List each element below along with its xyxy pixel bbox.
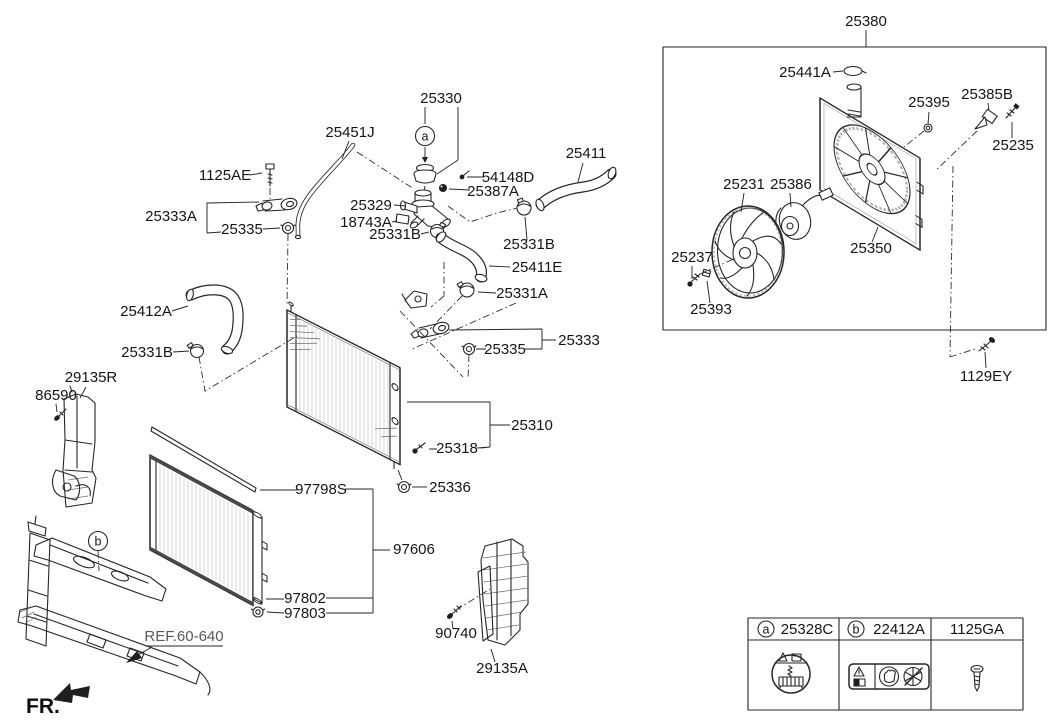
part-label-1129EY: 1129EY xyxy=(960,368,1012,385)
part-label-25380: 25380 xyxy=(845,13,887,30)
part-label-25412A: 25412A xyxy=(120,303,172,320)
fr-label: FR. xyxy=(26,695,60,718)
clip-25393-drawing xyxy=(701,268,712,278)
part-label-97798S: 97798S xyxy=(295,481,347,498)
reservoir-neck-drawing xyxy=(846,83,862,118)
mounting-bracket-left-drawing xyxy=(255,197,298,212)
ref-callout xyxy=(126,645,223,663)
part-label-25331A: 25331A xyxy=(496,285,548,302)
circled-marker-b: b xyxy=(95,535,102,549)
reservoir-cap-drawing xyxy=(843,65,867,77)
part-label-97803: 97803 xyxy=(284,605,326,622)
nut-25335-left-drawing xyxy=(280,221,296,235)
part-label-25237: 25237 xyxy=(671,249,713,266)
legend-part-25328C: 25328C xyxy=(781,621,834,638)
nut-25336-drawing xyxy=(396,480,412,494)
part-label-25451J: 25451J xyxy=(325,124,374,141)
sensor-25385B-drawing xyxy=(974,108,998,130)
part-label-25331B-upper: 25331B xyxy=(503,236,555,253)
legend-marker-a: a xyxy=(763,623,770,637)
part-label-54148D: 54148D xyxy=(482,169,535,186)
part-label-25331B-left: 25331B xyxy=(121,344,173,361)
part-label-25386: 25386 xyxy=(770,176,812,193)
legend-marker-b: b xyxy=(853,623,860,637)
part-labels: 25380 25441A 25395 25385B 25235 25231 25… xyxy=(26,13,1034,718)
bolt-25237-drawing xyxy=(687,273,701,287)
carrier-ref-drawing xyxy=(17,469,211,696)
part-label-25350: 25350 xyxy=(850,240,892,257)
lower-hose-drawing xyxy=(435,231,488,283)
part-label-25411: 25411 xyxy=(566,145,607,162)
part-label-25329: 25329 xyxy=(350,197,392,214)
upper-hose-drawing xyxy=(535,166,617,212)
part-label-18743A: 18743A xyxy=(340,214,392,231)
part-label-25411E: 25411E xyxy=(512,259,563,276)
part-label-25333: 25333 xyxy=(558,332,600,349)
condenser-drawing xyxy=(149,454,268,607)
part-label-25318: 25318 xyxy=(436,440,478,457)
part-label-29135R: 29135R xyxy=(65,369,118,386)
part-label-25395: 25395 xyxy=(908,94,950,111)
fan-shroud-drawing xyxy=(819,97,924,251)
radiator-top-mount-drawing xyxy=(401,290,428,309)
radiator-cap-callout xyxy=(413,107,459,184)
part-label-25231: 25231 xyxy=(723,176,765,193)
fan-warning-icon xyxy=(848,663,930,690)
screw-86590-drawing xyxy=(54,408,67,421)
screw-icon xyxy=(970,664,984,692)
left-hose-drawing xyxy=(185,284,244,355)
part-label-25335-right: 25335 xyxy=(484,341,526,358)
part-label-25441A: 25441A xyxy=(779,64,831,81)
fan-motor-drawing xyxy=(775,187,834,240)
mounting-bracket-right-drawing xyxy=(410,321,450,339)
radiator-cap-caution-icon xyxy=(771,652,811,694)
drain-plug-25318-drawing xyxy=(412,442,426,454)
condenser-seal-drawing xyxy=(150,426,257,493)
bolt-1125AE-drawing xyxy=(265,163,275,187)
legend-part-1125GA: 1125GA xyxy=(950,621,1004,638)
part-label-25387A: 25387A xyxy=(467,183,519,200)
part-label-25393: 25393 xyxy=(690,301,732,318)
legend-part-22412A: 22412A xyxy=(873,621,925,638)
fr-direction-arrow xyxy=(53,683,90,703)
part-label-25385B: 25385B xyxy=(961,86,1013,103)
part-label-90740: 90740 xyxy=(435,625,477,642)
part-label-25336: 25336 xyxy=(429,479,471,496)
legend-table xyxy=(747,617,1024,711)
part-label-97802: 97802 xyxy=(284,590,326,607)
bolt-1129EY-drawing xyxy=(978,337,996,352)
clamp-25331B-left-drawing xyxy=(186,342,205,359)
part-label-86590: 86590 xyxy=(35,387,77,404)
circled-marker-a: a xyxy=(422,130,429,144)
bolt-54148D-drawing xyxy=(459,170,470,180)
clamp-25331B-upper-drawing xyxy=(516,197,532,216)
filler-housing-drawing xyxy=(395,185,451,229)
radiator-drawing xyxy=(286,301,401,470)
bolt-25235-drawing xyxy=(1005,103,1020,119)
fan-assembly-box xyxy=(662,30,1047,331)
part-label-25235: 25235 xyxy=(992,137,1034,154)
clamp-25331A-drawing xyxy=(456,281,475,298)
nut-25335-right-drawing xyxy=(461,342,477,356)
air-guard-left-drawing xyxy=(477,538,529,646)
alignment-lines xyxy=(97,130,978,611)
sensor-25387A-drawing xyxy=(439,184,447,192)
nut-25395-drawing xyxy=(923,123,933,133)
fan-blade-drawing xyxy=(711,205,785,299)
leader-lines xyxy=(55,70,1013,663)
part-label-29135A: 29135A xyxy=(476,660,528,677)
ref-label: REF.60-640 xyxy=(144,628,223,645)
part-label-25335-left: 25335 xyxy=(221,221,263,238)
part-label-97606: 97606 xyxy=(393,541,435,558)
nut-97803-drawing xyxy=(250,606,266,618)
part-label-25331B-neck: 25331B xyxy=(369,226,421,243)
part-label-1125AE: 1125AE xyxy=(199,167,251,184)
part-label-25310: 25310 xyxy=(511,417,553,434)
part-label-25333A: 25333A xyxy=(145,208,197,225)
part-label-25330: 25330 xyxy=(420,90,462,107)
